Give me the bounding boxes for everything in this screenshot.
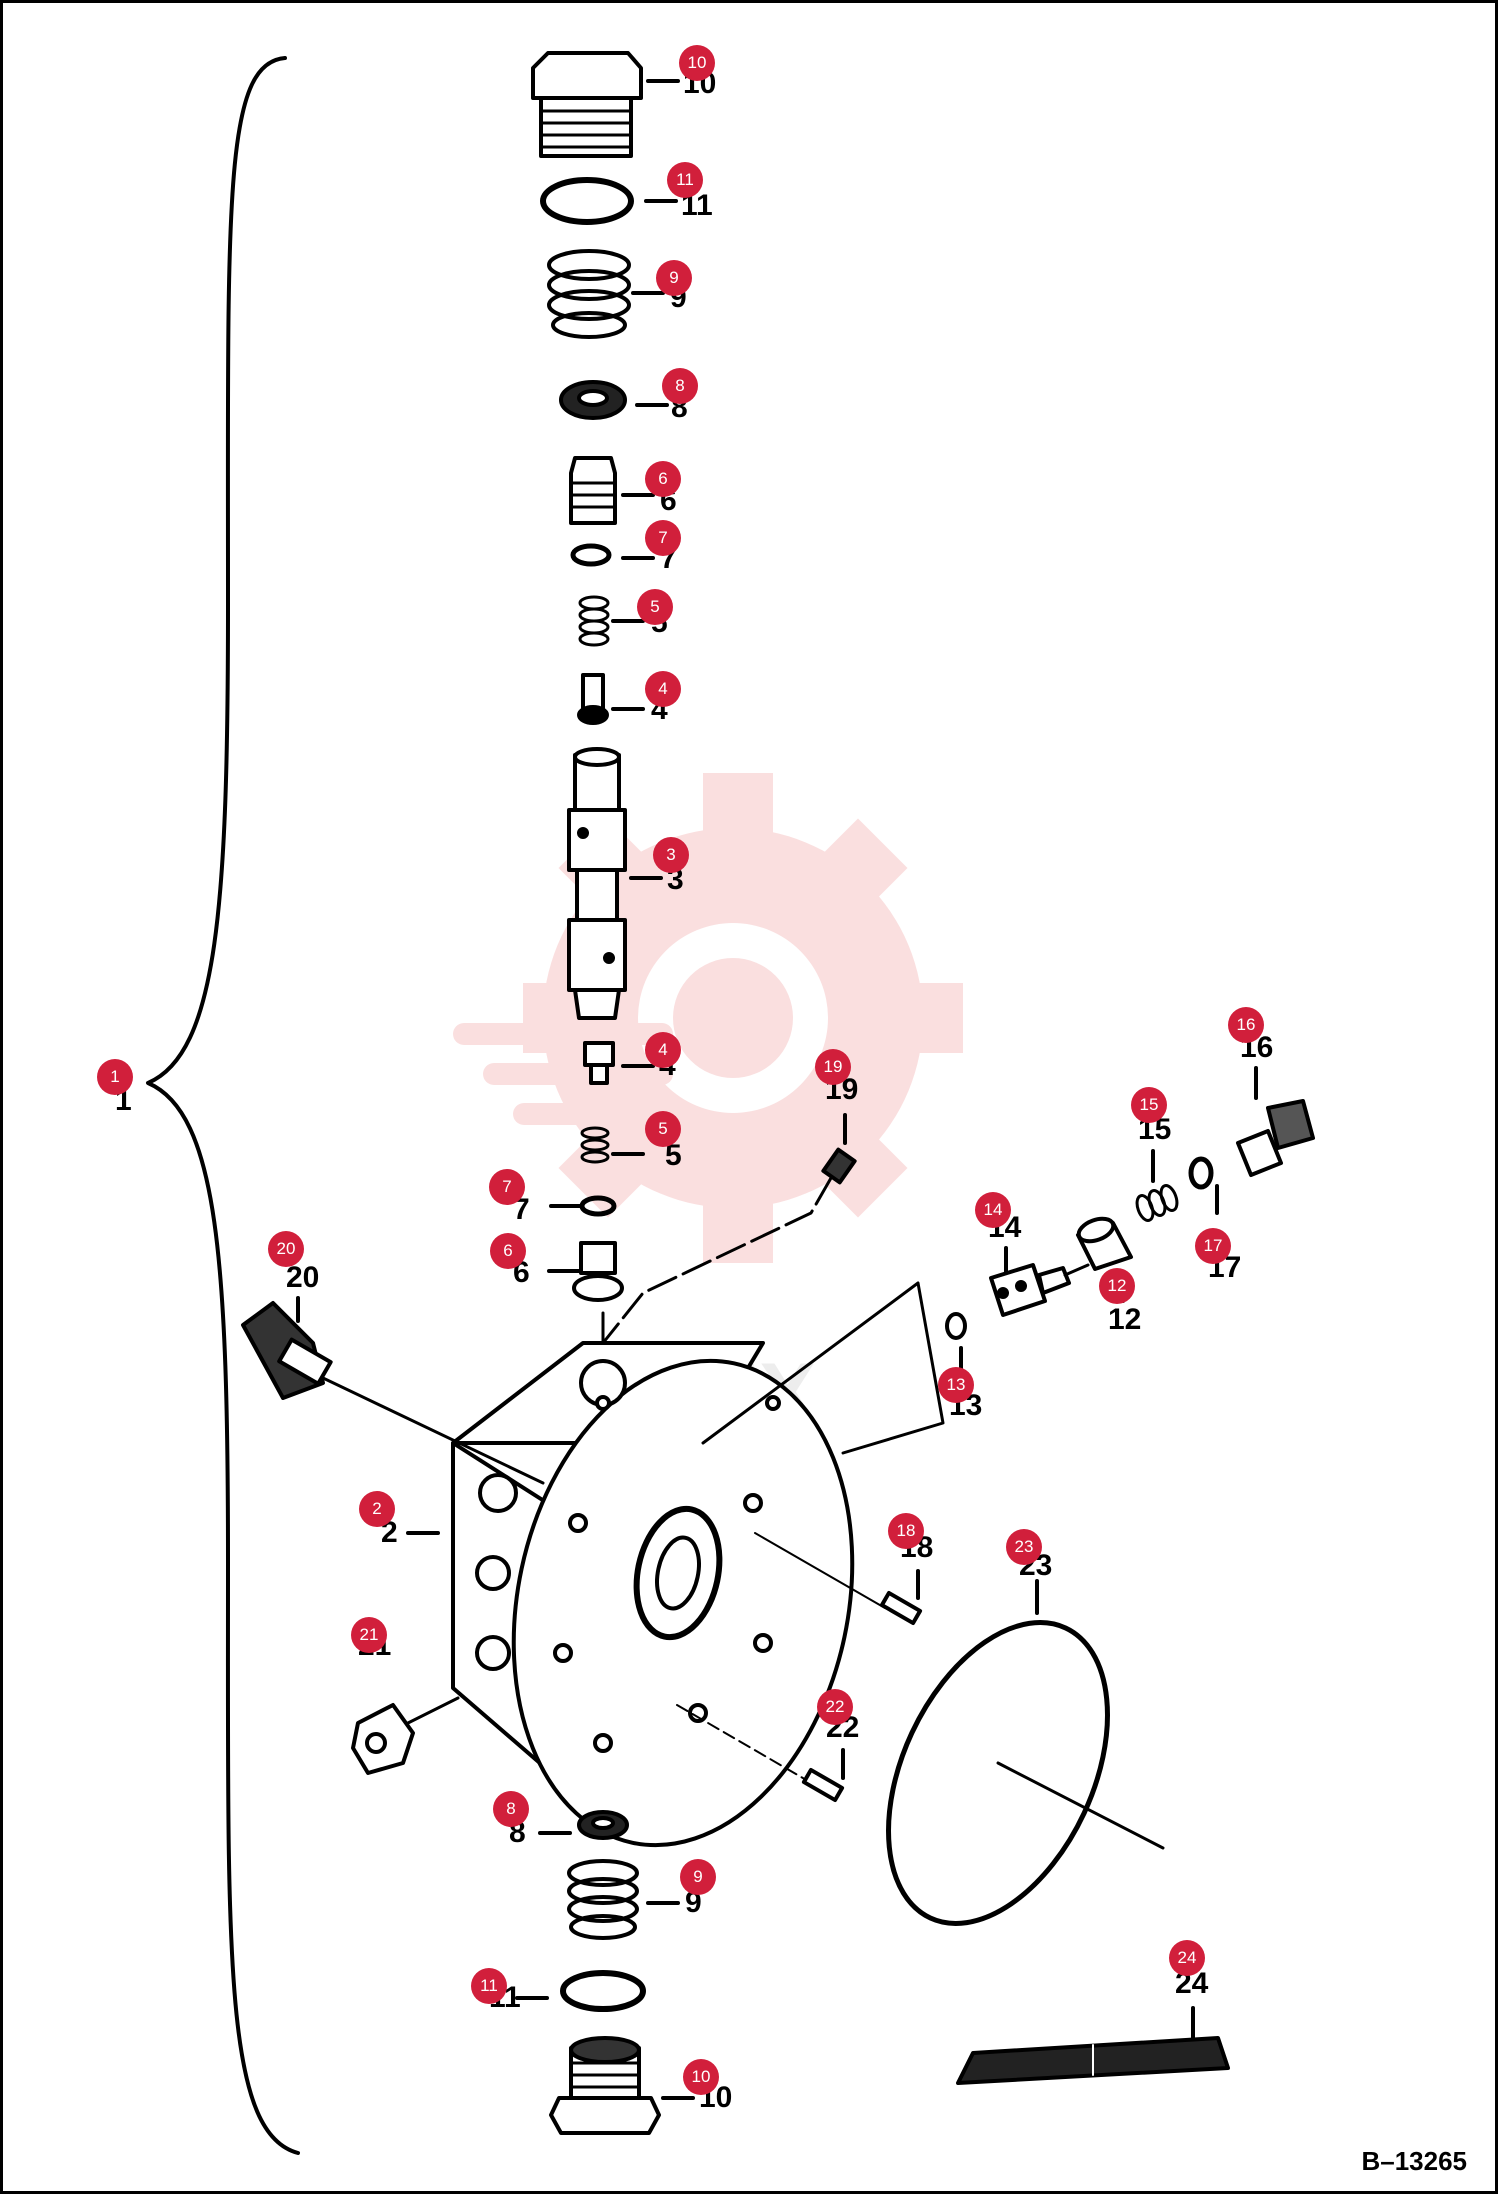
- callout-9-top[interactable]: 9: [656, 260, 692, 296]
- callout-15[interactable]: 15: [1131, 1087, 1167, 1123]
- callout-8-bottom[interactable]: 8: [493, 1791, 529, 1827]
- sleeve-12: [1076, 1216, 1133, 1271]
- callout-12[interactable]: 12: [1099, 1268, 1135, 1304]
- spring-small-top: [578, 595, 610, 647]
- bolt-20: [241, 1301, 333, 1400]
- part-label-7-mid: 7: [513, 1193, 530, 1226]
- assembly-brace: [146, 56, 300, 2155]
- spool-14: [989, 1263, 1071, 1317]
- spring-top: [547, 249, 631, 339]
- callout-4-mid[interactable]: 4: [645, 1032, 681, 1068]
- seat-bottom: [577, 1810, 629, 1840]
- callout-19[interactable]: 19: [815, 1049, 851, 1085]
- bolt-20-line: [321, 1376, 545, 1485]
- pin-22-line: [676, 1704, 809, 1782]
- part-label-5-mid: 5: [665, 1139, 682, 1172]
- seat-top: [559, 380, 627, 420]
- callout-20[interactable]: 20: [268, 1231, 304, 1267]
- callout-13[interactable]: 13: [938, 1367, 974, 1403]
- spring-15: [1135, 1184, 1179, 1222]
- pin-18: [879, 1590, 923, 1626]
- callout-23[interactable]: 23: [1006, 1529, 1042, 1565]
- callout-18[interactable]: 18: [888, 1513, 924, 1549]
- callout-5-top[interactable]: 5: [637, 589, 673, 625]
- pin-22: [801, 1767, 845, 1803]
- watermark-gear-icon: [453, 773, 963, 1263]
- relief-cartridge: [567, 747, 627, 1020]
- drawing-number: B–13265: [1361, 2146, 1467, 2176]
- poppet-small-top: [577, 673, 609, 725]
- callout-5-mid[interactable]: 5: [645, 1111, 681, 1147]
- part-label-9-bottom: 9: [685, 1886, 702, 1919]
- poppet-small-mid: [583, 1041, 615, 1085]
- poppet-top: [569, 456, 617, 525]
- callout-3[interactable]: 3: [653, 837, 689, 873]
- seal-ring-23: [886, 1620, 1110, 1926]
- oring-bottom: [560, 1970, 646, 2012]
- callout-6-top[interactable]: 6: [645, 461, 681, 497]
- plug-21-line: [406, 1696, 460, 1725]
- callout-22[interactable]: 22: [817, 1689, 853, 1725]
- poppet-mid: [572, 1241, 624, 1302]
- oring-top: [540, 177, 634, 225]
- callout-8-top[interactable]: 8: [662, 368, 698, 404]
- callout-21[interactable]: 21: [351, 1617, 387, 1653]
- callout-4-top[interactable]: 4: [645, 671, 681, 707]
- spring-bottom: [567, 1859, 639, 1940]
- callout-6-mid[interactable]: 6: [490, 1233, 526, 1269]
- callout-2[interactable]: 2: [359, 1491, 395, 1527]
- oring-13: [945, 1312, 967, 1340]
- spring-small-mid: [580, 1126, 610, 1164]
- callout-11-bottom[interactable]: 11: [471, 1968, 507, 2004]
- oring-small-top: [570, 543, 612, 567]
- callout-24[interactable]: 24: [1169, 1940, 1205, 1976]
- callout-9-bottom[interactable]: 9: [680, 1859, 716, 1895]
- plug-top: [531, 51, 643, 158]
- oring-17: [1188, 1156, 1214, 1190]
- callout-10-bottom[interactable]: 10: [683, 2059, 719, 2095]
- callout-17[interactable]: 17: [1195, 1228, 1231, 1264]
- plug-bottom: [549, 2036, 661, 2135]
- part-label-20: 20: [286, 1261, 320, 1294]
- plug-16: [1236, 1099, 1315, 1177]
- callout-14[interactable]: 14: [975, 1192, 1011, 1228]
- exploded-parts-drawing: HITEX: [146, 51, 1315, 2155]
- plug-21: [351, 1703, 415, 1775]
- pin-18-line: [754, 1532, 886, 1609]
- callout-10-top[interactable]: 10: [679, 45, 715, 81]
- port-plate: [701, 1281, 945, 1455]
- callout-7-top[interactable]: 7: [645, 520, 681, 556]
- callout-1[interactable]: 1: [97, 1059, 133, 1095]
- fitting-19: [601, 1147, 857, 1345]
- callout-11-top[interactable]: 11: [667, 162, 703, 198]
- part-label-12: 12: [1108, 1303, 1142, 1336]
- callout-16[interactable]: 16: [1228, 1007, 1264, 1043]
- valve-body: [451, 1341, 855, 1848]
- callout-7-mid[interactable]: 7: [489, 1169, 525, 1205]
